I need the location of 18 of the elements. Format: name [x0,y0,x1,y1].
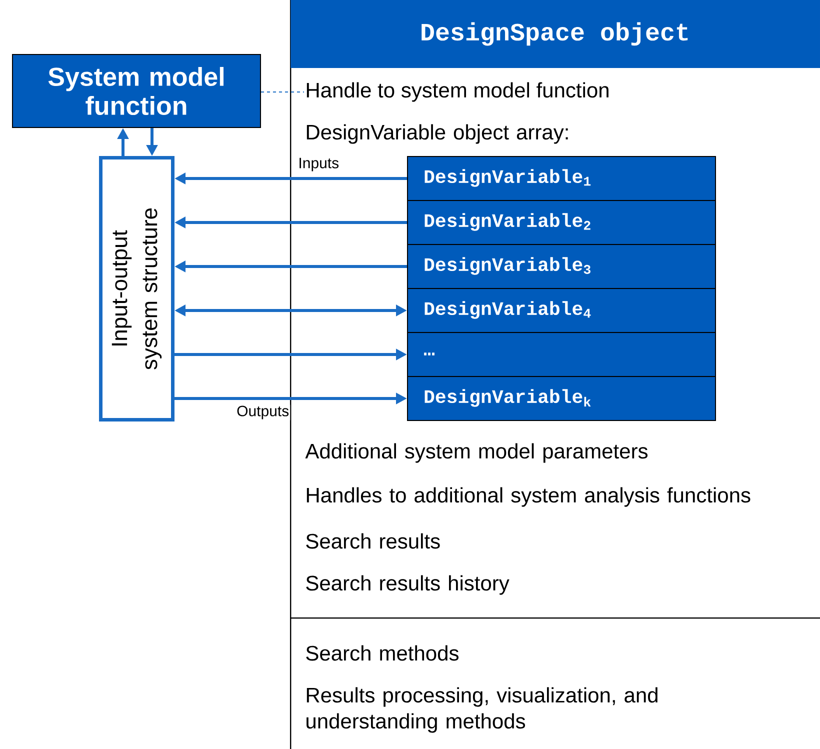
structure-box: Input-output system structure [99,156,174,422]
variable-row: DesignVariable$_{4}$ [407,288,716,333]
variable-row: DesignVariable$_{2}$ [407,200,716,245]
panel-text: Search results [306,533,440,549]
function-box: System model function [12,54,261,128]
edge-label: Outputs [237,406,289,420]
panel-text: Results processing, visualization, and understanding methods [306,687,658,733]
panel-text: Handles to additional system analysis functions [306,487,750,507]
variable-row: DesignVariable$_{3}$ [407,244,716,289]
variable-row: DesignVariable$_{1}$ [407,156,716,201]
panel-text: Additional system model parameters [305,443,648,463]
panel-text: Search methods [306,645,458,661]
variable-row: DesignVariable$_{k}$ [407,376,716,421]
edge-label: Inputs [300,158,339,172]
panel-text: Search results history [306,575,510,595]
panel-text: DesignVariable object array: [306,124,568,144]
variable-row: … [407,332,716,377]
panel-text: Handle to system model function [306,82,608,102]
